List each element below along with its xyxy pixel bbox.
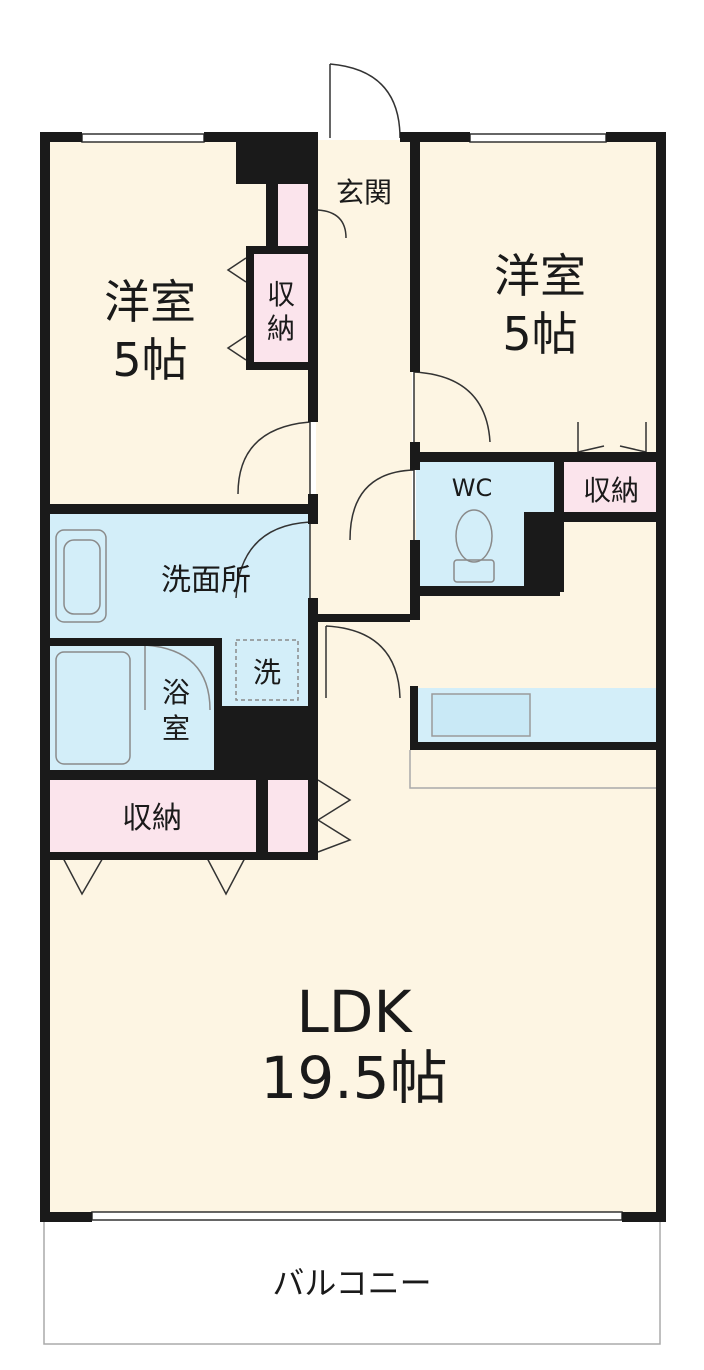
wall-bath-block [214, 706, 318, 778]
bath-label-line2: 室 [162, 712, 190, 745]
fixtures [55, 509, 495, 765]
outer-wall-bottom-right [622, 1212, 666, 1222]
outer-wall-right [656, 132, 666, 1220]
window-bottom [91, 1211, 623, 1221]
closet-left-label-line1: 収 [267, 278, 295, 311]
closet-ldk-small-floor [266, 780, 310, 852]
balcony-label: バルコニー [272, 1264, 431, 1302]
vanity-basin-inner [63, 539, 101, 615]
room-right-door-swing [413, 371, 491, 443]
vanity-basin [55, 529, 107, 623]
kitchen-counter-edge [410, 742, 666, 750]
closet-bottom-door-swing [61, 855, 247, 896]
bath-door-swing [144, 644, 211, 711]
ldk-size-label: 19.5帖 [260, 1044, 447, 1112]
closet-left-door-swing [226, 257, 247, 361]
closet-ldk-label: 収納 [122, 801, 182, 836]
wall-hall-right-low [410, 540, 420, 620]
closet-ldk-floor [48, 780, 258, 852]
closet-left-label-line2: 納 [267, 312, 295, 345]
wall-bath-bottom [40, 770, 318, 780]
closet-right-label: 収納 [583, 474, 639, 507]
room-western-right-size: 5帖 [502, 307, 577, 361]
washroom-floor [48, 512, 310, 642]
wall-hall-right [410, 140, 420, 372]
wall-closet-ldk-divider [256, 778, 268, 858]
outer-wall-top-mid-right [400, 132, 470, 142]
front-door-swing [329, 63, 401, 139]
labels: 洋室 5帖 洋室 5帖 玄関 収 納 WC 収納 洗面所 浴 室 洗 収納 LD… [104, 176, 639, 1302]
outer-wall-top-right [606, 132, 666, 142]
washroom-door-swing [235, 521, 311, 599]
wall-wc-right [554, 452, 564, 522]
window-top-right [469, 133, 607, 143]
outer-wall-left [40, 132, 50, 1220]
closet-entrance-floor [276, 176, 310, 246]
balcony-floor [43, 1217, 661, 1345]
bath-label-line1: 浴 [162, 676, 190, 709]
wall-bath-top [40, 638, 222, 646]
closet-ldk-door-swing [317, 779, 352, 853]
floor-fills [43, 140, 661, 1345]
entrance-label: 玄関 [336, 176, 392, 209]
wc-door-swing [349, 469, 415, 541]
ldk-door-swing [325, 625, 401, 699]
entrance-inner-door-swing [317, 209, 347, 239]
wall-hall-left [308, 140, 318, 422]
kitchen-sink [431, 693, 531, 737]
closet-left-floor [252, 252, 308, 364]
bathtub [55, 651, 131, 765]
toilet-tank [453, 559, 495, 583]
toilet-bowl [455, 509, 493, 563]
wall-closet-right-bottom [554, 512, 666, 522]
closet-right-floor [562, 462, 660, 514]
wall-wc-block [524, 512, 564, 592]
wall-closet-ldk-bottom [40, 852, 318, 860]
washer-pan [235, 639, 299, 701]
bathroom-floor [48, 645, 216, 772]
outer-wall-bottom-left [40, 1212, 92, 1222]
kitchen-counter-overhang [409, 750, 656, 789]
wall-closet-entrance-left [266, 184, 278, 248]
outer-wall-top-mid-left [204, 132, 318, 142]
room-western-right-name: 洋室 [494, 249, 586, 303]
room-western-right-floor [414, 140, 660, 460]
ldk-name-label: LDK [296, 978, 413, 1046]
window-top-left [81, 133, 205, 143]
wall-room-left-bottom [40, 504, 318, 514]
washroom-label: 洗面所 [161, 563, 251, 598]
room-western-left-size: 5帖 [112, 333, 187, 387]
wall-room-right-bottom [410, 452, 666, 462]
wall-closet-left-side [246, 246, 254, 370]
room-western-left-name: 洋室 [104, 275, 196, 329]
entrance-floor [316, 140, 412, 238]
wall-entrance-column [236, 140, 316, 184]
wall-closet-left-bottom [246, 362, 310, 370]
walls [40, 132, 666, 1222]
wall-closet-left-frame [246, 246, 310, 254]
wc-label: WC [452, 474, 493, 502]
room-left-door-swing [237, 421, 311, 495]
washer-label: 洗 [253, 656, 281, 689]
wall-hall-bottom [318, 614, 410, 622]
outer-wall-top-left [40, 132, 82, 142]
kitchen-counter-side [410, 686, 418, 750]
wall-wc-bottom [410, 586, 560, 596]
